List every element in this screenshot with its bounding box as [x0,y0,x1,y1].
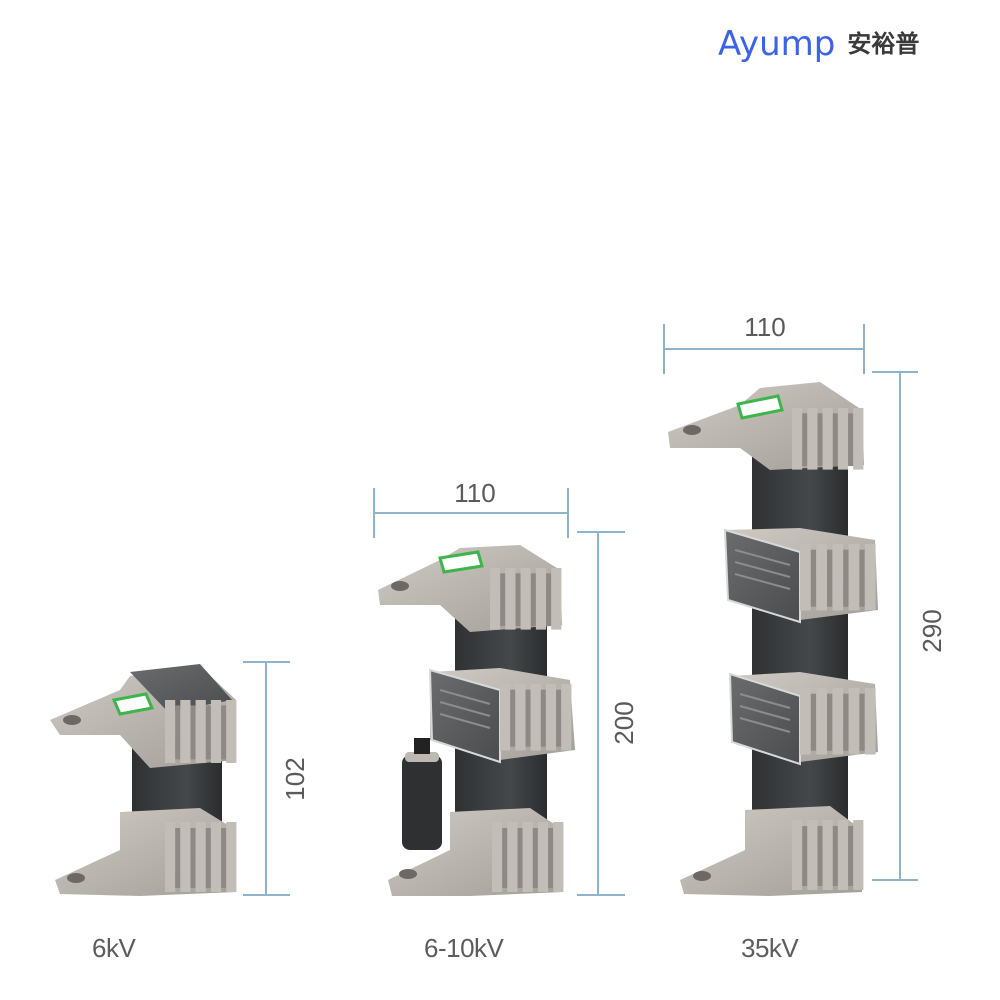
dimension-lines [243,324,918,896]
voltage-label-35kv: 35kV [741,933,799,963]
brand-name-cn: 安裕普 [847,30,920,58]
width-dim-6-10kv: 110 [454,478,496,508]
product-35kv [668,382,878,896]
voltage-label-6kv: 6kV [92,933,136,963]
height-dim-6kv: 102 [280,757,310,801]
height-dim-6-10kv: 200 [609,701,639,745]
voltage-label-6-10kv: 6-10kV [424,933,504,963]
brand-logo: Ayump 安裕普 [718,22,919,66]
product-6-10kv [378,545,575,896]
width-dim-35kv: 110 [744,312,786,342]
product-6kv [50,664,237,896]
brand-name-en: Ayump [718,24,836,64]
height-dim-35kv: 290 [917,609,947,653]
